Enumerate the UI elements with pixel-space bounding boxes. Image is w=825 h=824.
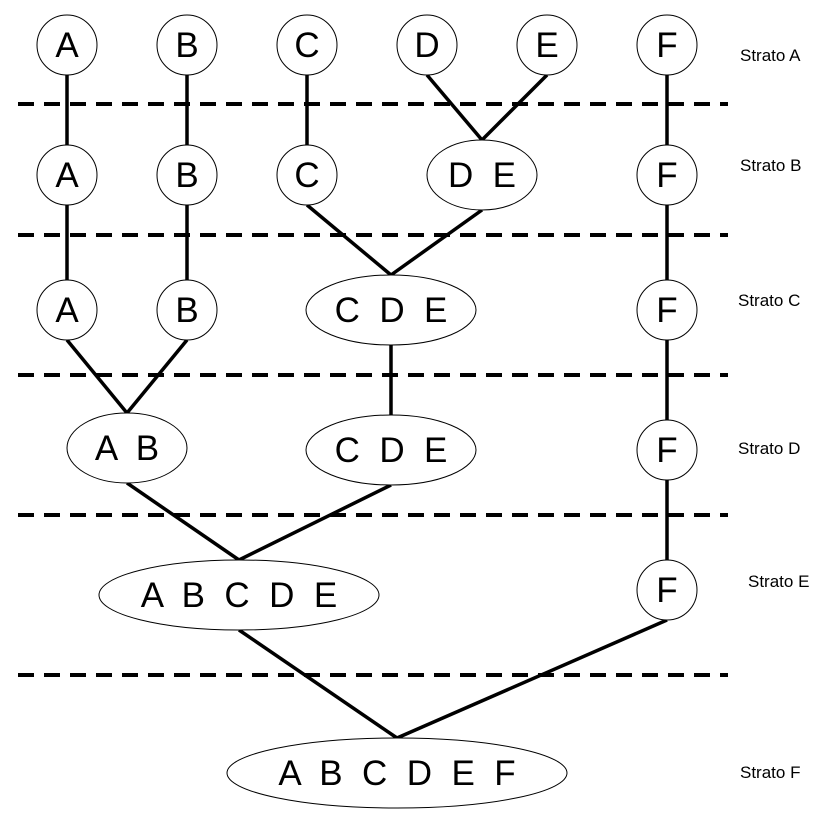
node-f3: F — [636, 279, 698, 341]
node-abcde5: A B C D E — [98, 559, 380, 631]
node-label: D — [414, 26, 439, 65]
node-ab4: A B — [66, 412, 188, 484]
edge-e1-de2 — [480, 73, 549, 142]
node-c2: C — [276, 144, 338, 206]
node-label: A B C D E F — [278, 754, 515, 793]
node-f2: F — [636, 144, 698, 206]
edge-a3-ab4 — [65, 338, 129, 415]
node-e1: E — [516, 14, 578, 76]
strato-label-c: Strato C — [738, 291, 800, 310]
node-label: A B — [95, 429, 159, 468]
node-a2: A — [36, 144, 98, 206]
node-label: F — [656, 156, 677, 195]
node-d1: D — [396, 14, 458, 76]
strato-label-b: Strato B — [740, 156, 801, 175]
node-label: F — [656, 431, 677, 470]
strato-label-e: Strato E — [748, 572, 809, 591]
node-label: B — [175, 156, 198, 195]
node-label: C — [294, 156, 319, 195]
node-shape — [276, 14, 338, 76]
edge-c2-cde3 — [305, 203, 393, 277]
node-f1: F — [636, 14, 698, 76]
node-label: C D E — [335, 291, 448, 330]
node-a1: A — [36, 14, 98, 76]
node-shape — [156, 144, 218, 206]
node-shape — [156, 14, 218, 76]
node-label: E — [535, 26, 558, 65]
node-shape — [636, 559, 698, 621]
tree-edges — [65, 73, 669, 740]
node-cde4: C D E — [305, 414, 477, 486]
node-b3: B — [156, 279, 218, 341]
node-shape — [98, 559, 380, 631]
node-shape — [396, 14, 458, 76]
strato-label-d: Strato D — [738, 439, 800, 458]
node-shape — [156, 279, 218, 341]
node-b1: B — [156, 14, 218, 76]
node-shape — [36, 144, 98, 206]
node-shape — [305, 414, 477, 486]
edge-cde4-abcde5 — [238, 483, 392, 562]
node-shape — [226, 737, 568, 809]
node-label: A — [55, 26, 79, 65]
edge-abcde5-abcdef6 — [238, 628, 398, 740]
node-label: D E — [448, 156, 516, 195]
node-shape — [636, 279, 698, 341]
node-label: F — [656, 291, 677, 330]
strato-label-a: Strato A — [740, 46, 801, 65]
node-label: B — [175, 291, 198, 330]
node-f4: F — [636, 419, 698, 481]
strata-labels: Strato A Strato B Strato C Strato D Strato E… — [738, 46, 809, 782]
edge-ab4-abcde5 — [126, 481, 240, 562]
node-abcdef6: A B C D E F — [226, 737, 568, 809]
node-shape — [66, 412, 188, 484]
node-label: F — [656, 571, 677, 610]
node-label: B — [175, 26, 198, 65]
node-shape — [516, 14, 578, 76]
node-c1: C — [276, 14, 338, 76]
node-cde3: C D E — [305, 274, 477, 346]
node-label: C — [294, 26, 319, 65]
node-a3: A — [36, 279, 98, 341]
edge-de2-cde3 — [389, 208, 484, 277]
node-shape — [636, 144, 698, 206]
node-b2: B — [156, 144, 218, 206]
node-shape — [36, 279, 98, 341]
node-shape — [36, 14, 98, 76]
strato-label-f: Strato F — [740, 763, 800, 782]
node-label: A — [55, 156, 79, 195]
strata-dividers — [18, 102, 728, 677]
edge-d1-de2 — [425, 73, 484, 142]
edge-f5-abcdef6 — [396, 618, 668, 740]
node-shape — [426, 139, 538, 211]
tree-nodes: A B C D E F A B C D E F A B C D E F A B C D E F A B C D E F… — [36, 14, 698, 809]
node-f5: F — [636, 559, 698, 621]
node-label: A — [55, 291, 79, 330]
node-shape — [636, 14, 698, 76]
node-shape — [636, 419, 698, 481]
node-label: C D E — [335, 431, 448, 470]
edge-b3-ab4 — [125, 338, 189, 415]
node-shape — [276, 144, 338, 206]
node-label: A B C D E — [141, 576, 337, 615]
node-de2: D E — [426, 139, 538, 211]
node-label: F — [656, 26, 677, 65]
node-shape — [305, 274, 477, 346]
